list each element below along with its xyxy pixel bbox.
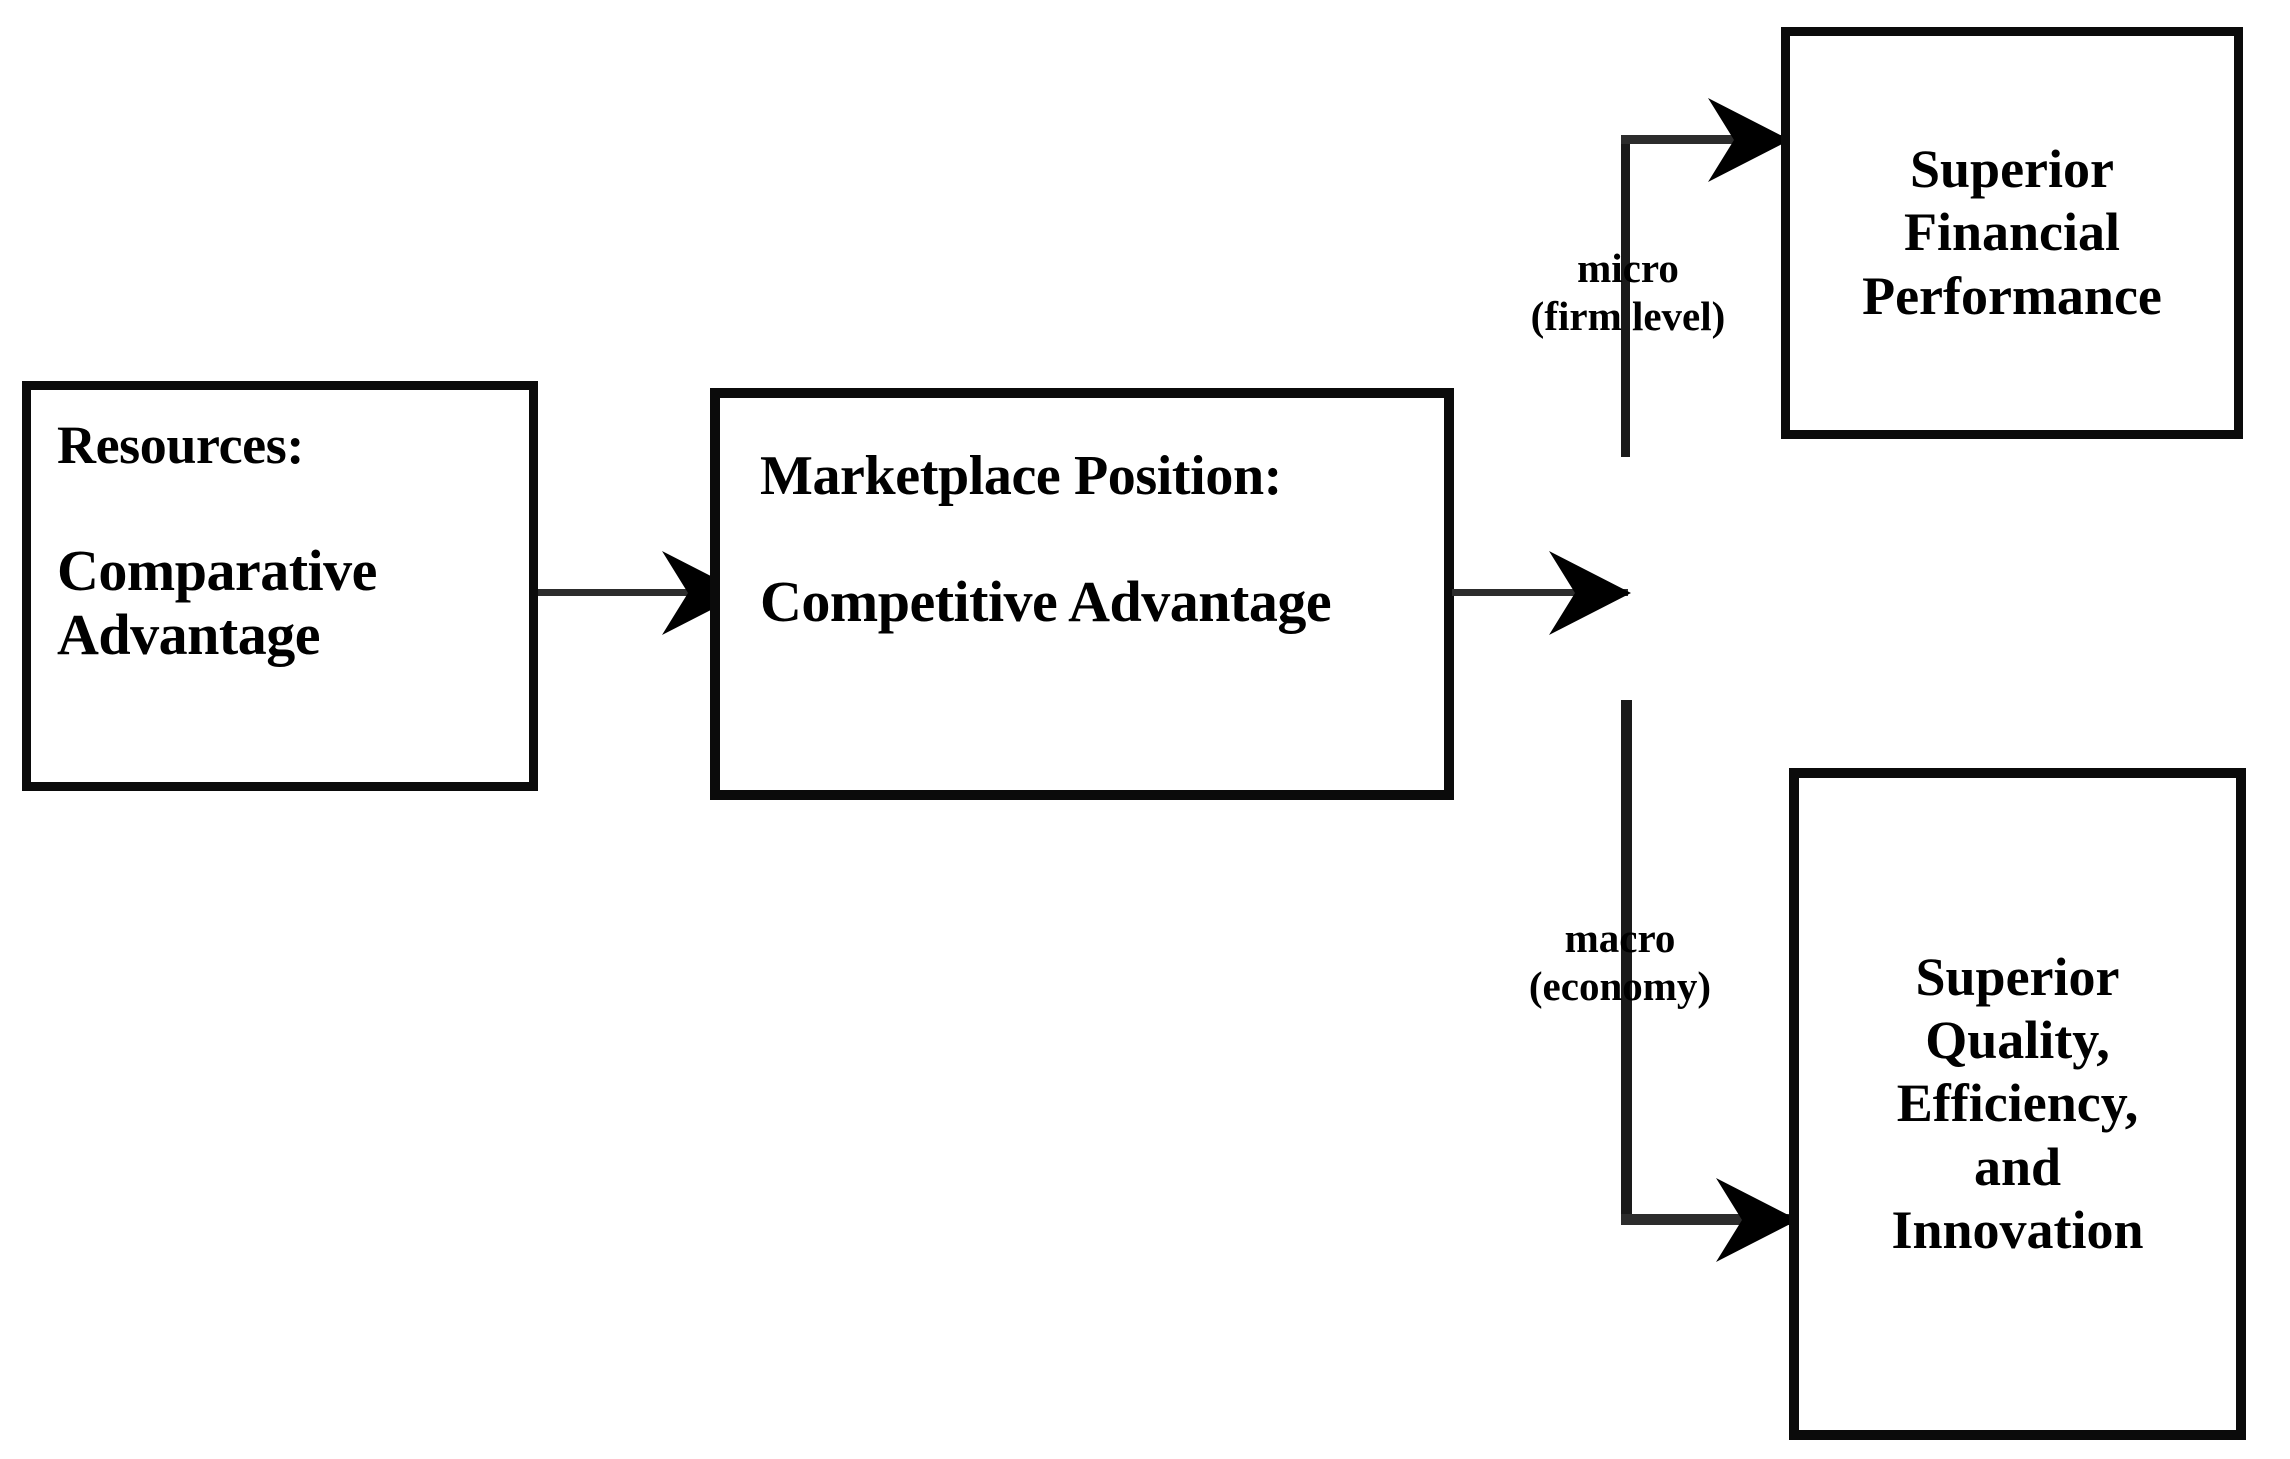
node-quality-text: Superior Quality, Efficiency, and Innova… [1891,947,2144,1260]
node-financial-text: Superior Financial Performance [1862,139,2162,326]
node-resources-heading: Resources: [57,415,304,475]
node-marketplace-body: Competitive Advantage [760,568,1332,634]
edge-macro-branch-shaft [1621,1214,1793,1225]
arrowhead-right-icon [1708,98,1790,182]
arrowhead-right-icon [1549,551,1631,635]
node-superior-financial-performance[interactable]: Superior Financial Performance [1781,27,2243,439]
node-resources[interactable]: Resources: Comparative Advantage [22,381,538,791]
node-resources-body: Comparative Advantage [57,538,377,668]
edge-label-micro: micro (firm level) [1530,245,1726,339]
edge-micro-branch-shaft [1621,135,1781,144]
edge-spine-upper [1621,135,1630,457]
edge-label-macro: macro (economy) [1528,915,1712,1009]
edge-spine-lower [1621,700,1632,1224]
arrowhead-right-icon [662,551,744,635]
arrowhead-right-icon [1716,1178,1798,1262]
node-marketplace-position[interactable]: Marketplace Position: Competitive Advant… [710,388,1454,800]
edge-resources-to-marketplace-shaft [538,589,714,596]
edge-marketplace-to-junction-shaft [1452,589,1628,596]
node-superior-quality-efficiency-innovation[interactable]: Superior Quality, Efficiency, and Innova… [1789,768,2246,1440]
node-marketplace-heading: Marketplace Position: [760,445,1282,507]
